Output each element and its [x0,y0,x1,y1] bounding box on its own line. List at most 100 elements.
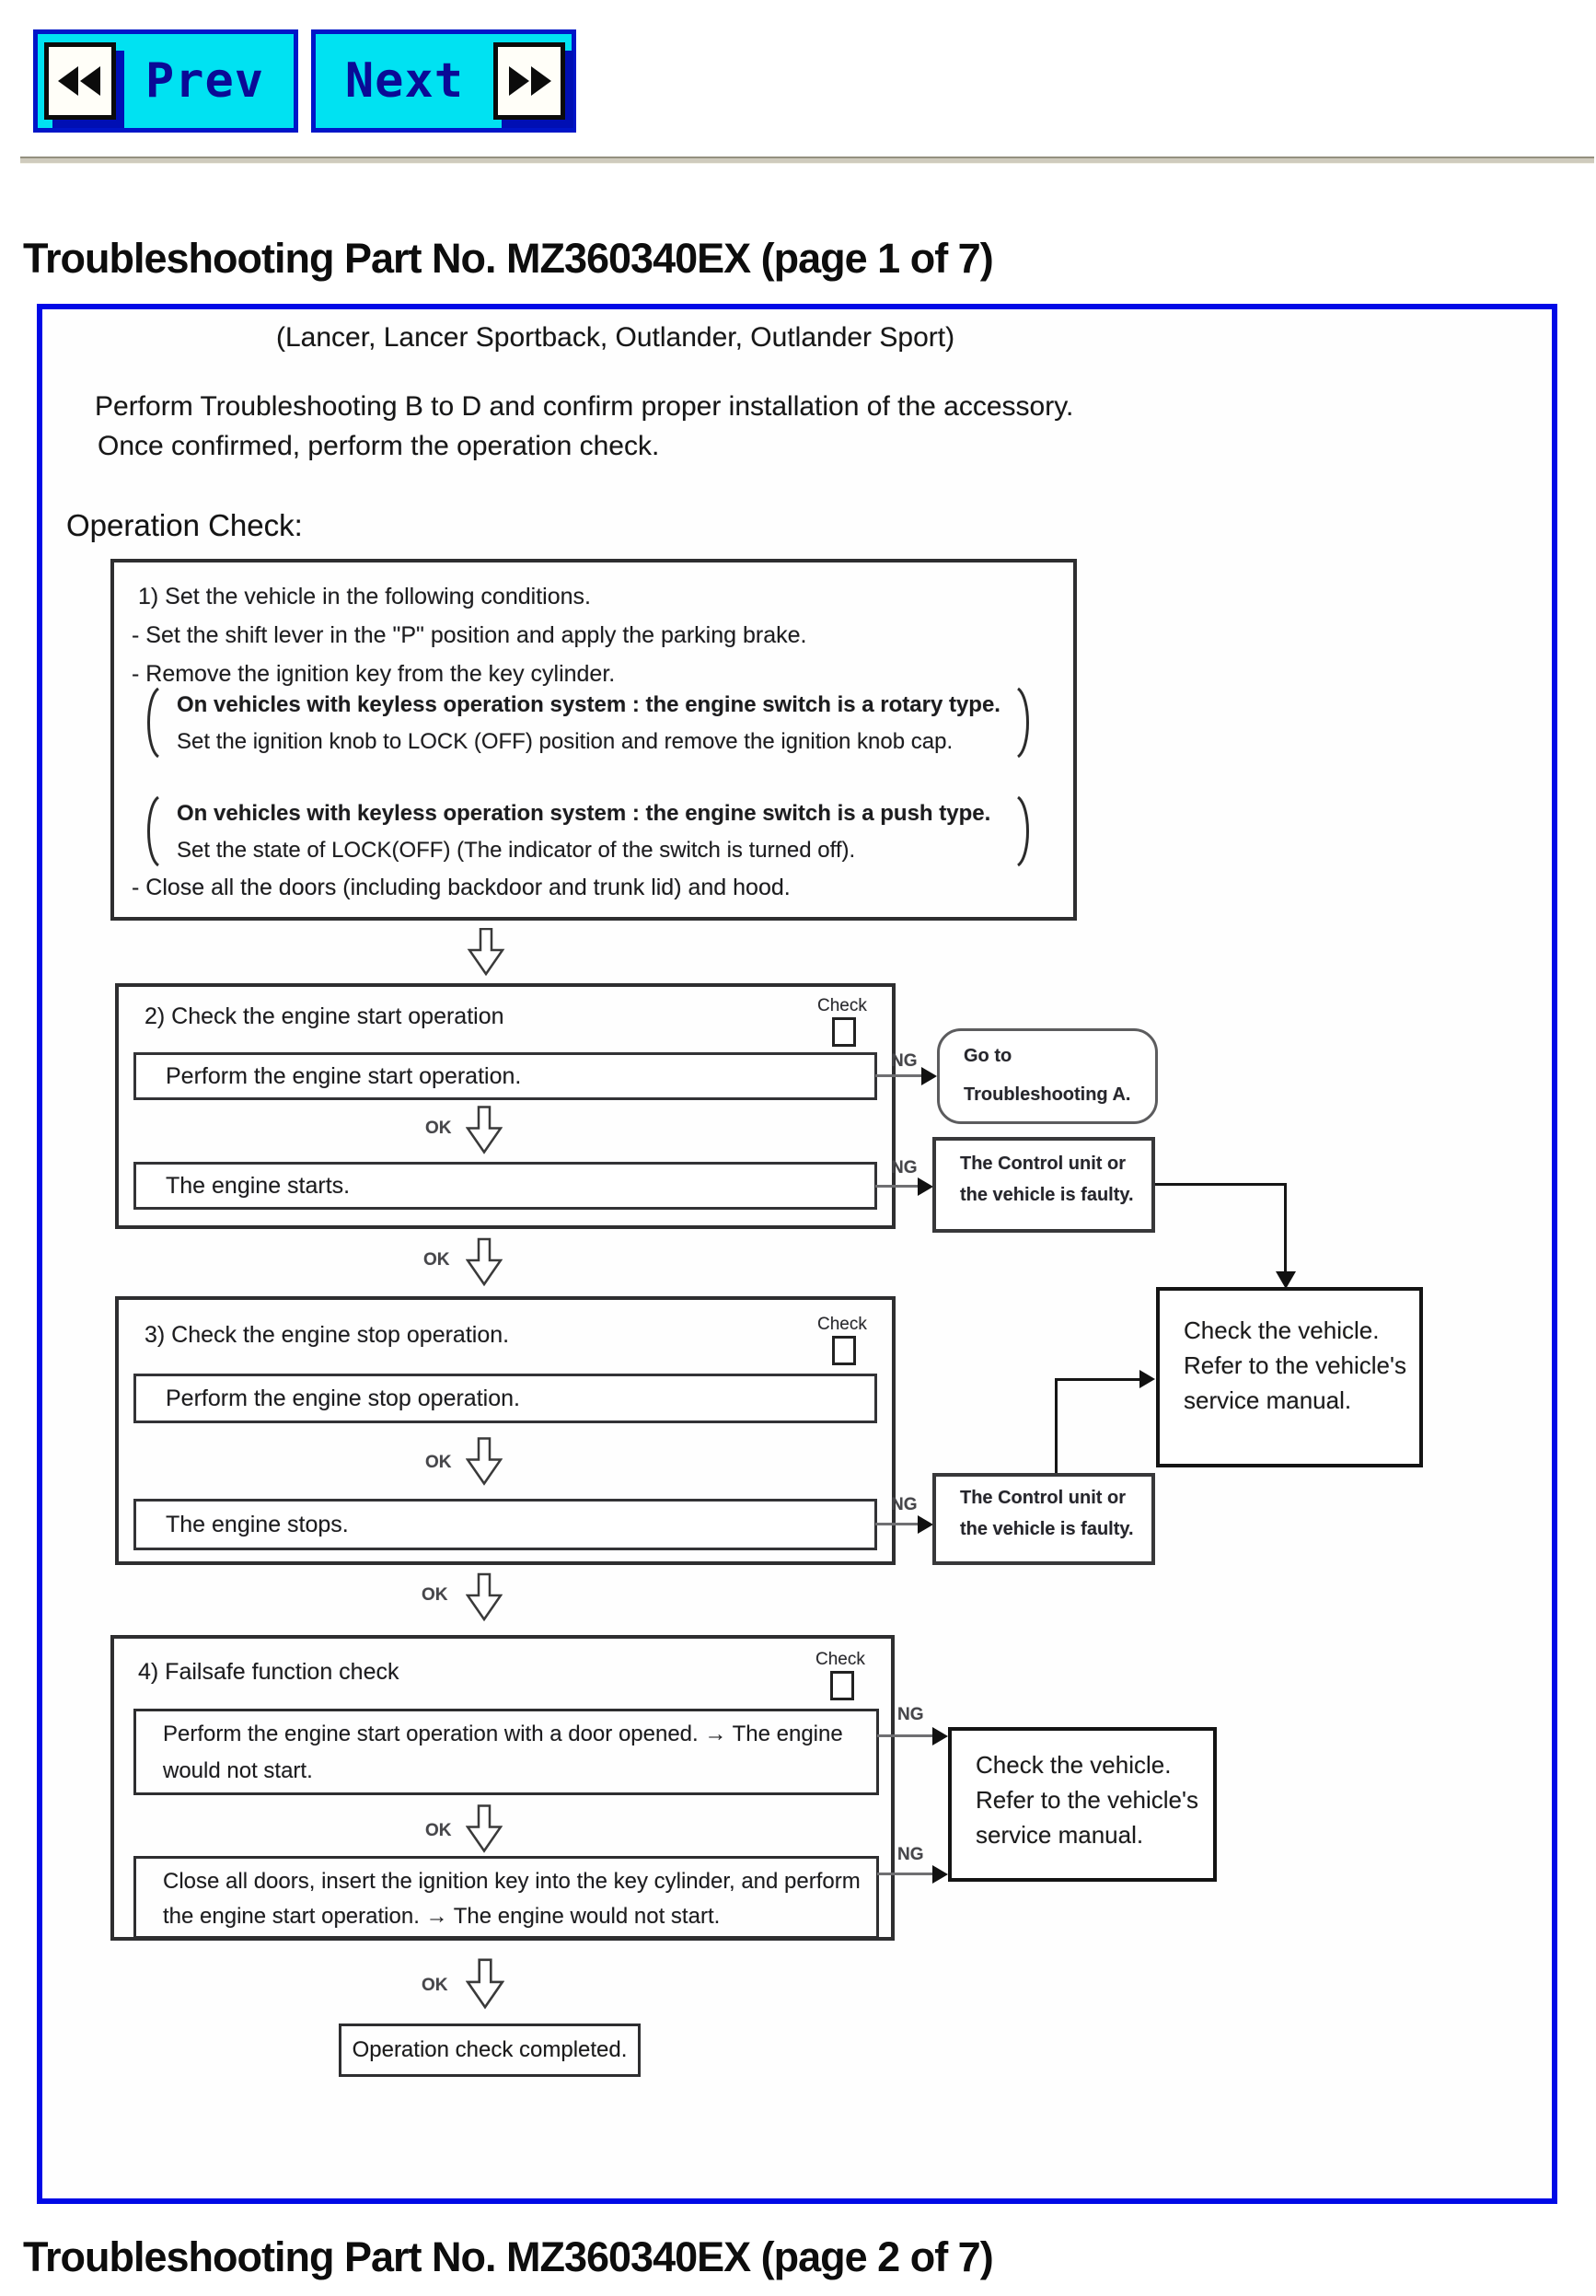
ng-label: NG [897,1845,924,1864]
prev-button[interactable]: Prev [33,29,298,133]
bracket-right-icon [1016,687,1029,759]
ok-flow-arrow [466,1804,503,1853]
step4-checkbox [830,1671,854,1700]
page1-title: Troubleshooting Part No. MZ360340EX (pag… [23,235,994,282]
check-vehicle-line-3: service manual. [1184,1386,1352,1414]
ok-flow-arrow [466,1958,504,2010]
faulty-line-1: The Control unit or [960,1488,1126,1508]
ng-connector-line [877,1734,934,1737]
ok-flow-arrow [466,1572,503,1622]
step2-result-box: The engine starts. [133,1162,877,1210]
check-vehicle-line-2: Refer to the vehicle's [976,1786,1198,1814]
next-button-label: Next [344,53,465,109]
operation-check-heading: Operation Check: [66,508,303,542]
step3-action-box: Perform the engine stop operation. [133,1374,877,1423]
connector-line [1055,1378,1143,1381]
connector-line [1284,1183,1287,1273]
vehicle-models-line: (Lancer, Lancer Sportback, Outlander, Ou… [276,322,955,353]
check-vehicle-box-mid: Check the vehicle. Refer to the vehicle'… [1156,1287,1423,1467]
down-arrowhead [1276,1271,1296,1289]
step4-result-line-1: Close all doors, insert the ignition key… [163,1869,861,1894]
goto-line-2: Troubleshooting A. [964,1084,1131,1105]
rewind-icon [44,42,116,120]
step2-title: 2) Check the engine start operation [145,1003,504,1029]
operation-complete-box: Operation check completed. [339,2023,641,2077]
double-left-arrow-icon [58,66,100,96]
ok-flow-arrow [466,1437,503,1486]
connector-line [1155,1183,1287,1186]
connector-line [1055,1378,1058,1473]
faulty-line-2: the vehicle is faulty. [960,1185,1134,1205]
control-unit-faulty-box-1: The Control unit or the vehicle is fault… [932,1137,1155,1233]
step1-bullet-2: - Remove the ignition key from the key c… [132,661,616,687]
step1-note2-text: Set the state of LOCK(OFF) (The indicato… [177,838,856,863]
step3-result-box: The engine stops. [133,1499,877,1550]
bracket-left-icon [147,795,160,867]
step4-title: 4) Failsafe function check [138,1659,399,1685]
check-vehicle-box-bottom: Check the vehicle. Refer to the vehicle'… [948,1727,1217,1882]
check-vehicle-line-1: Check the vehicle. [1184,1316,1380,1344]
ng-arrowhead [932,1865,948,1884]
next-button[interactable]: Next [311,29,576,133]
step2-action-text: Perform the engine start operation. [166,1062,522,1089]
prev-button-label: Prev [145,53,265,109]
check-vehicle-line-3: service manual. [976,1821,1144,1849]
ng-connector-line [875,1523,919,1525]
ok-label: OK [423,1250,450,1270]
faulty-line-2: the vehicle is faulty. [960,1519,1134,1539]
step2-result-text: The engine starts. [166,1172,351,1199]
right-arrowhead [1139,1370,1155,1388]
check-vehicle-line-1: Check the vehicle. [976,1751,1172,1779]
ng-connector-line [875,1185,919,1188]
step1-note1-bold: On vehicles with keyless operation syste… [177,692,1000,717]
step1-note2-bold: On vehicles with keyless operation syste… [177,801,991,826]
ok-label: OK [422,1976,448,1995]
ok-label: OK [425,1821,452,1840]
step4-action-line-1: Perform the engine start operation with … [163,1722,843,1746]
step2-checkbox [832,1017,856,1047]
bracket-right-icon [1016,795,1029,867]
step3-checkbox [832,1336,856,1365]
double-right-arrow-icon [509,66,551,96]
ng-label: NG [891,1158,918,1177]
ok-label: OK [422,1585,448,1605]
ok-flow-arrow [466,1237,503,1287]
ng-arrowhead [918,1515,933,1534]
flow-down-arrow [467,928,505,976]
fast-forward-icon [493,42,565,120]
intro-line-2: Once confirmed, perform the operation ch… [98,431,660,461]
ng-label: NG [897,1705,924,1724]
step1-note1-text: Set the ignition knob to LOCK (OFF) posi… [177,729,954,754]
step3-action-text: Perform the engine stop operation. [166,1385,520,1411]
intro-line-1: Perform Troubleshooting B to D and confi… [95,391,1074,422]
divider-rule [20,157,1594,164]
page2-title: Troubleshooting Part No. MZ360340EX (pag… [23,2233,994,2280]
goto-troubleshooting-a-box: Go to Troubleshooting A. [937,1028,1158,1124]
faulty-line-1: The Control unit or [960,1154,1126,1174]
step4-action-line-2: would not start. [163,1758,313,1783]
step4-result-box [133,1856,879,1939]
ok-label: OK [425,1119,452,1138]
ok-flow-arrow [466,1106,503,1154]
bracket-left-icon [147,687,160,759]
goto-line-1: Go to [964,1046,1012,1066]
ng-arrowhead [932,1727,948,1745]
step3-check-label: Check [817,1315,867,1334]
ng-arrowhead [918,1177,933,1196]
step1-title: 1) Set the vehicle in the following cond… [138,584,591,609]
ng-connector-line [877,1873,934,1875]
step4-result-line-2: the engine start operation. → The engine… [163,1904,721,1929]
step1-bullet-3: - Close all the doors (including backdoo… [132,875,791,900]
step1-bullet-1: - Set the shift lever in the "P" positio… [132,622,807,648]
step4-check-label: Check [815,1650,865,1669]
step2-check-label: Check [817,996,867,1015]
step1-box [110,559,1077,921]
operation-complete-text: Operation check completed. [352,2037,628,2062]
ng-label: NG [891,1495,918,1514]
ok-label: OK [425,1453,452,1472]
step3-result-text: The engine stops. [166,1511,349,1537]
step2-action-box: Perform the engine start operation. [133,1052,877,1100]
ng-connector-line [875,1074,923,1077]
step3-title: 3) Check the engine stop operation. [145,1322,510,1348]
